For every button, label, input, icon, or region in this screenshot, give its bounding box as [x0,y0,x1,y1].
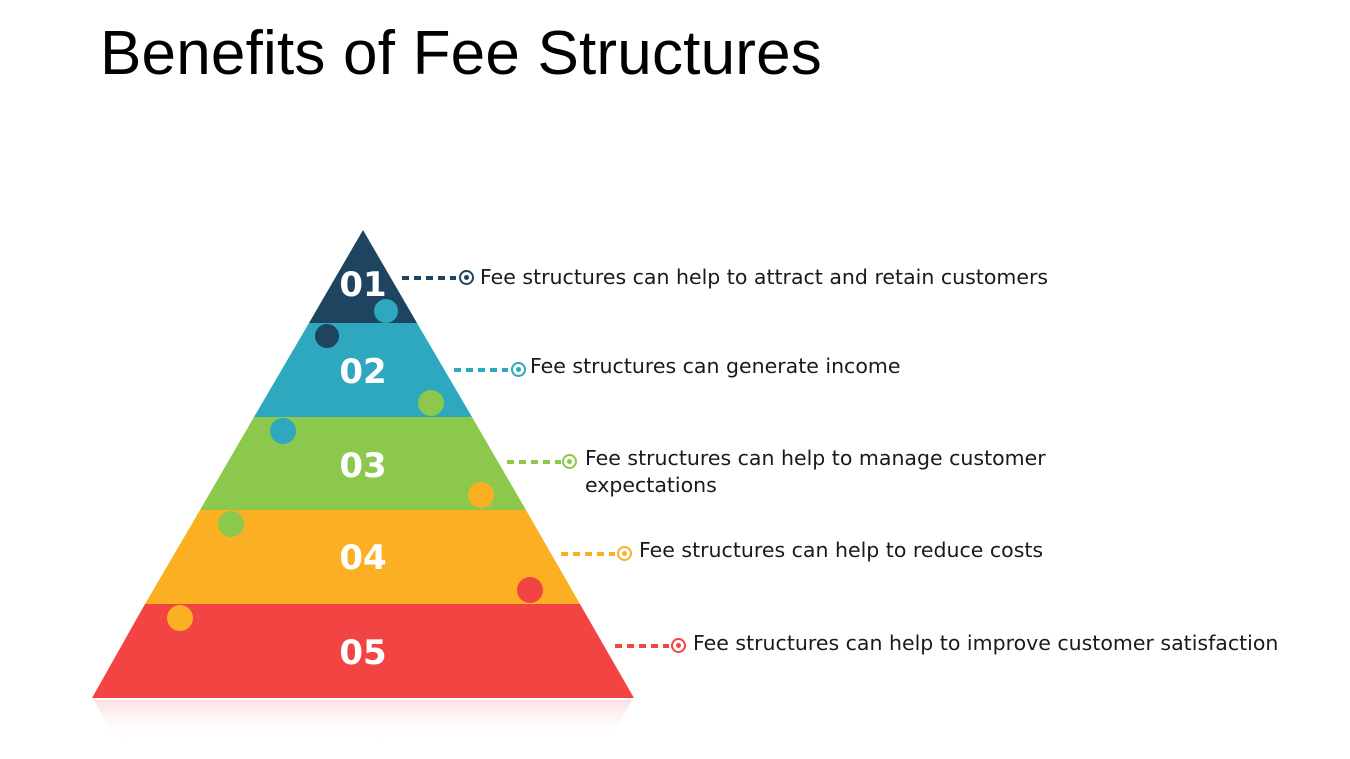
slide-title: Benefits of Fee Structures [100,19,822,88]
level-number-2: 02 [339,352,386,392]
benefit-text-2: Fee structures can generate income [530,354,901,378]
target-dot-icon [617,546,632,561]
pyramid-band-2 [254,323,472,417]
puzzle-knob [418,390,444,416]
connector-1 [402,268,474,288]
level-number-5: 05 [339,633,386,673]
dashed-line [615,644,669,648]
target-dot-icon [459,270,474,285]
dashed-line [402,276,456,280]
puzzle-knob [315,324,339,348]
benefit-text-1: Fee structures can help to attract and r… [480,265,1049,289]
connector-4 [561,544,633,564]
target-dot-icon [511,362,526,377]
connector-2 [454,360,526,380]
target-dot-icon [671,638,686,653]
pyramid-band-5 [92,604,634,698]
pyramid-reflection [94,700,632,742]
target-dot-icon [562,454,577,469]
benefit-text-4: Fee structures can help to reduce costs [639,538,1044,562]
puzzle-knob [167,605,193,631]
connector-5 [615,636,687,656]
benefit-text-5: Fee structures can help to improve custo… [693,631,1279,655]
dashed-line [454,368,508,372]
level-number-4: 04 [339,538,386,578]
benefit-text-3: Fee structures can help to manage custom… [585,446,1046,497]
dashed-line [507,460,561,464]
puzzle-knob [270,418,296,444]
puzzle-knob [468,482,494,508]
level-number-1: 01 [339,265,386,305]
connector-3 [507,452,579,472]
puzzle-knob [218,511,244,537]
pyramid-band-4 [145,510,580,604]
puzzle-knob [517,577,543,603]
level-number-3: 03 [339,446,386,486]
dashed-line [561,552,615,556]
puzzle-knob [374,299,398,323]
